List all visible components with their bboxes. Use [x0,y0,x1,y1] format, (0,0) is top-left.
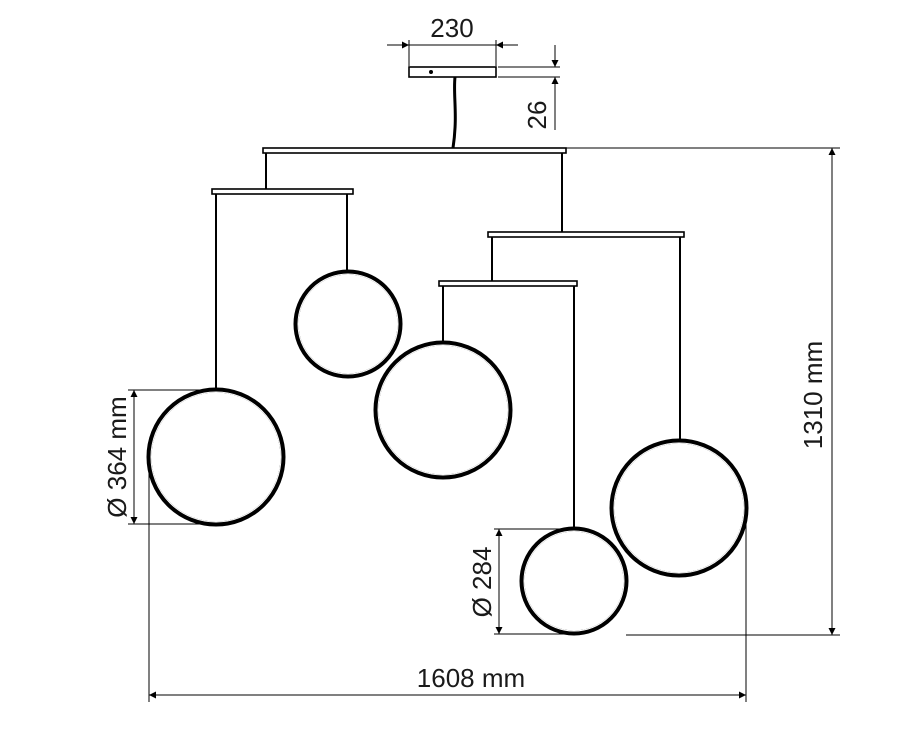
rings [146,269,749,636]
label-canopy-width: 230 [430,13,473,43]
label-canopy-height: 26 [522,101,552,130]
label-small-ring-diameter: Ø 284 [467,547,497,618]
ring-right-large-inner [613,442,745,574]
ring-left-large [146,387,286,527]
dimension-lines [128,40,840,702]
top-bar [262,147,567,154]
label-large-ring-diameter: Ø 364 mm [102,396,132,517]
ring-middle-large-inner [377,344,509,476]
right-upper-bar [487,231,685,238]
ring-bottom-small-inner [523,530,625,632]
label-total-width: 1608 mm [417,663,525,693]
ring-left-large-inner [150,391,282,523]
ceiling-canopy [408,66,497,78]
lamp-structure [211,66,685,529]
ring-bottom-small [519,526,629,636]
ring-right-large [609,438,749,578]
dimension-labels: 230 26 1310 mm Ø 364 mm Ø 284 1608 mm [102,13,828,693]
ring-left-small-inner [297,273,399,375]
label-total-height: 1310 mm [798,341,828,449]
canopy-screw [429,70,433,74]
middle-bar [438,280,578,287]
left-bar [211,188,354,195]
ring-middle-large [373,340,513,480]
ring-left-small [293,269,403,379]
suspension-cable [451,76,457,149]
